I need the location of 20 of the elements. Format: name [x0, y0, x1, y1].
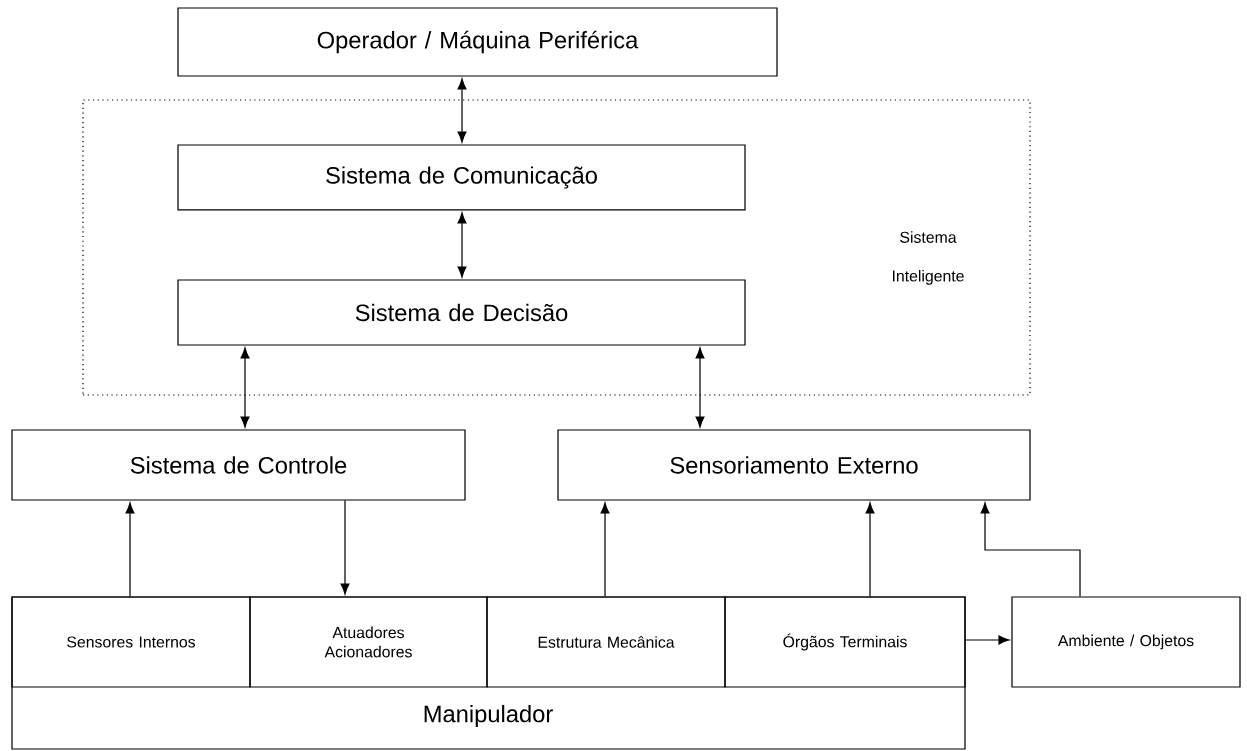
process-box: Sistema de Controle: [11, 429, 466, 501]
arrow: [457, 78, 467, 143]
process-box: Sistema de Comunicação: [177, 144, 746, 211]
process-box: Operador / Máquina Periférica: [177, 7, 778, 77]
arrow: [125, 502, 135, 597]
arrow: [600, 502, 610, 597]
component-box: Atuadores Acionadores: [249, 596, 488, 688]
process-box: Sensoriamento Externo: [557, 429, 1031, 501]
arrow: [865, 502, 875, 597]
arrow: [980, 502, 1081, 597]
arrow: [695, 347, 705, 428]
arrow: [965, 635, 1010, 645]
arrow: [240, 347, 250, 428]
component-box: Sensores Internos: [11, 596, 251, 688]
arrow: [457, 212, 467, 278]
component-box: Estrutura Mecânica: [486, 596, 726, 688]
process-box: Sistema de Decisão: [177, 279, 746, 346]
arrow: [340, 500, 350, 595]
component-box: Órgãos Terminais: [724, 596, 966, 688]
component-box: Ambiente / Objetos: [1011, 596, 1241, 688]
